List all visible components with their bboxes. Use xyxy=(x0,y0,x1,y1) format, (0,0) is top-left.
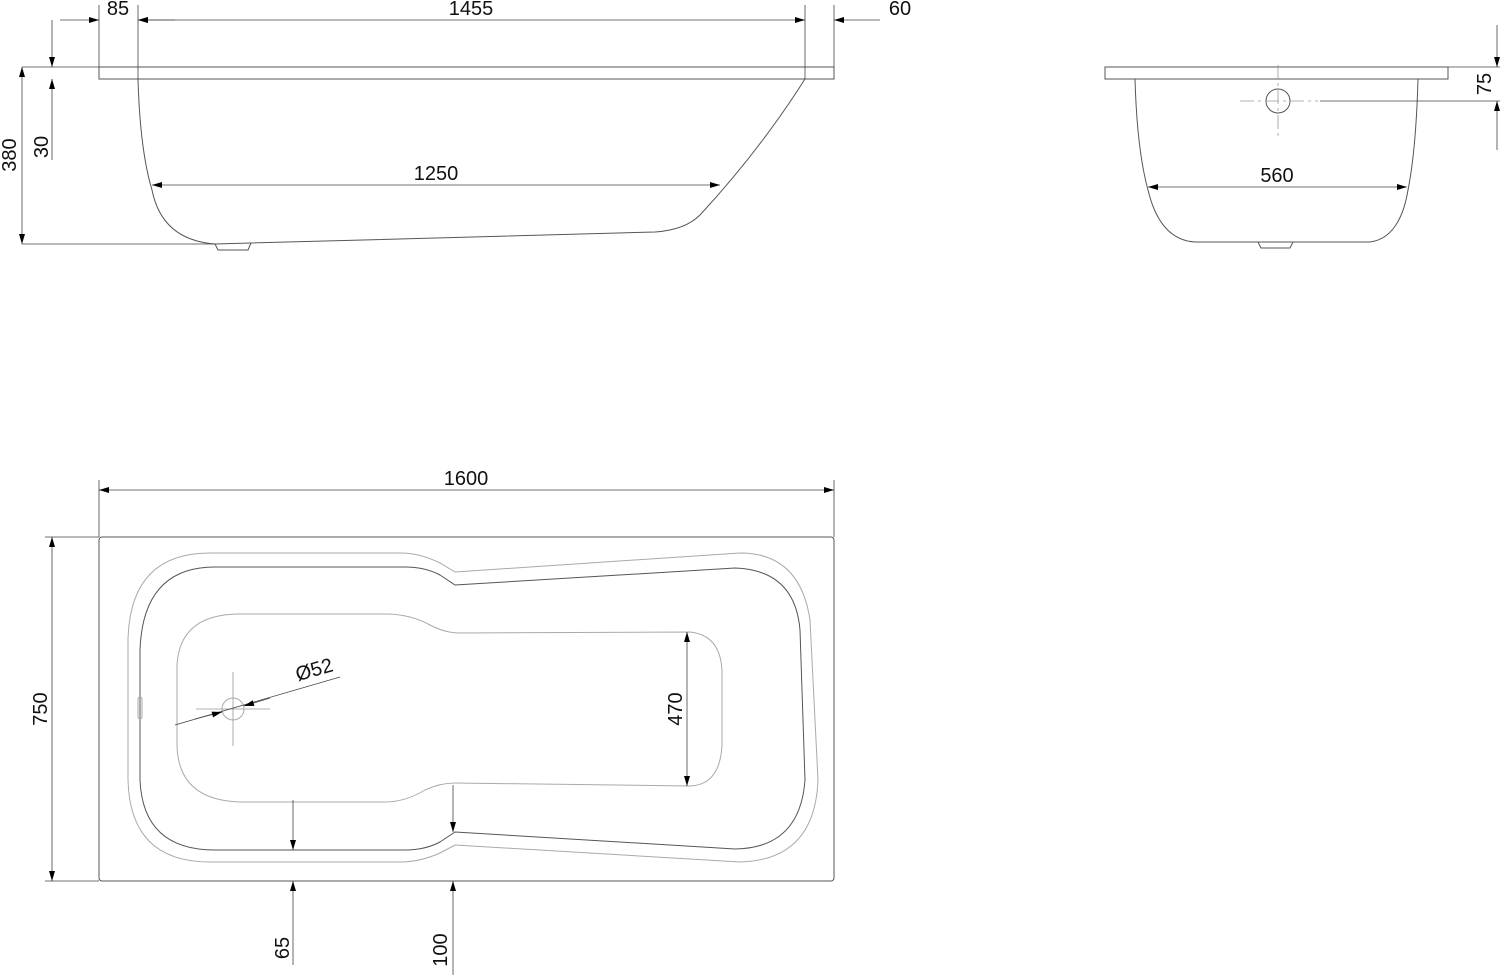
plan-outer-rim xyxy=(98,536,835,882)
plan-inner-edge xyxy=(139,566,806,851)
side-foot xyxy=(214,242,252,251)
side-body-outline xyxy=(137,78,806,245)
end-view: 75 560 xyxy=(1104,25,1500,249)
end-rim xyxy=(1104,66,1449,80)
dim-85: 85 xyxy=(107,0,129,20)
side-view: 85 1455 60 380 30 1250 xyxy=(0,0,911,251)
end-body-outline xyxy=(1134,78,1419,243)
dim-60: 60 xyxy=(889,0,911,20)
dim-drain-diameter: Ø52 xyxy=(293,654,335,686)
dim-470: 470 xyxy=(665,692,687,725)
dim-750: 750 xyxy=(30,692,52,725)
dim-1600: 1600 xyxy=(444,468,489,490)
dim-1250: 1250 xyxy=(414,163,459,185)
dim-75: 75 xyxy=(1474,73,1496,95)
plan-outer-edge xyxy=(127,552,819,863)
dim-100: 100 xyxy=(430,933,452,966)
dim-560: 560 xyxy=(1260,165,1293,187)
side-rim xyxy=(98,66,835,80)
dim-30: 30 xyxy=(31,136,53,158)
plan-view: Ø52 1600 750 470 65 100 xyxy=(30,468,835,975)
overflow-outlet xyxy=(137,696,143,720)
dim-65: 65 xyxy=(272,937,294,959)
plan-basin xyxy=(176,613,723,803)
dim-1455: 1455 xyxy=(449,0,494,20)
dim-380: 380 xyxy=(0,138,21,171)
